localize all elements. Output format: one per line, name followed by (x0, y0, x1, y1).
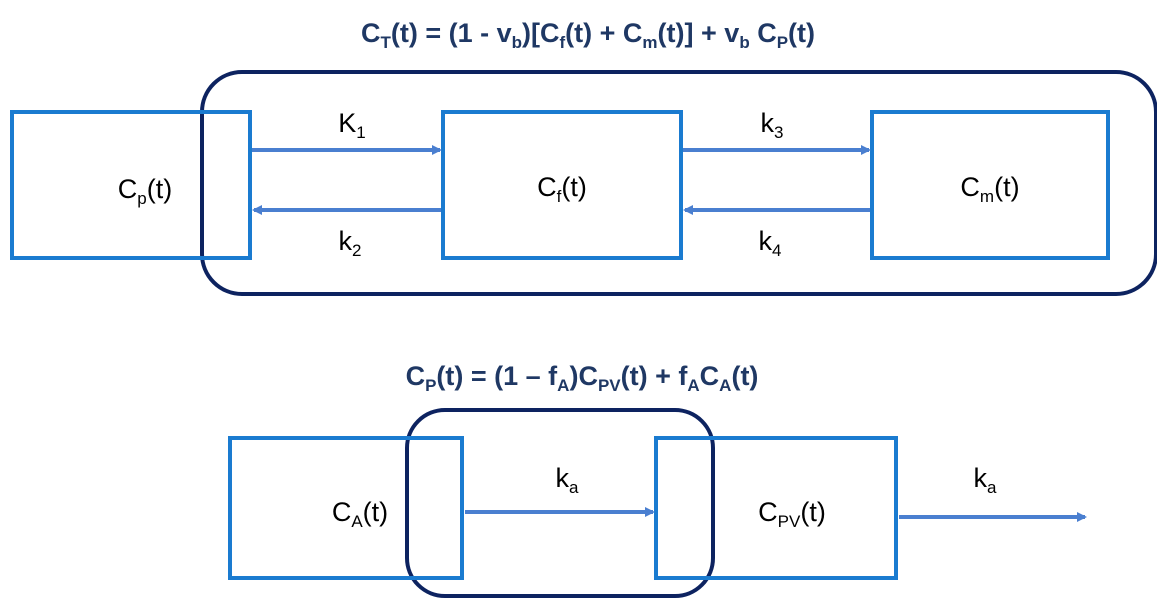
plasma-equation: CP(t) = (1 – fA)CPV(t) + fACA(t) (406, 361, 759, 395)
k3-label: k3 (761, 108, 784, 142)
arterial-compartment-box (228, 436, 464, 580)
tissue-equation: CT(t) = (1 - vb)[Cf(t) + Cm(t)] + vb CP(… (361, 18, 815, 52)
free-compartment-label: Cf(t) (537, 172, 587, 206)
tissue-group-boundary (200, 70, 1157, 296)
ka-inner-label: ka (556, 463, 580, 497)
plasma-compartment-label: Cp(t) (118, 174, 172, 208)
metabolized-compartment-box (870, 110, 1110, 260)
input-group-boundary (405, 408, 715, 598)
portal-vein-compartment-label: CPV(t) (758, 497, 826, 531)
ka-outer-label: ka (974, 463, 998, 497)
free-compartment-box (441, 110, 683, 260)
k1-label: K1 (338, 108, 365, 142)
arterial-compartment-label: CA(t) (332, 497, 388, 531)
k2-label: k2 (339, 226, 362, 260)
portal-vein-compartment-box (654, 436, 898, 580)
metabolized-compartment-label: Cm(t) (960, 172, 1019, 206)
k4-label: k4 (759, 226, 782, 260)
plasma-compartment-box (10, 110, 252, 260)
